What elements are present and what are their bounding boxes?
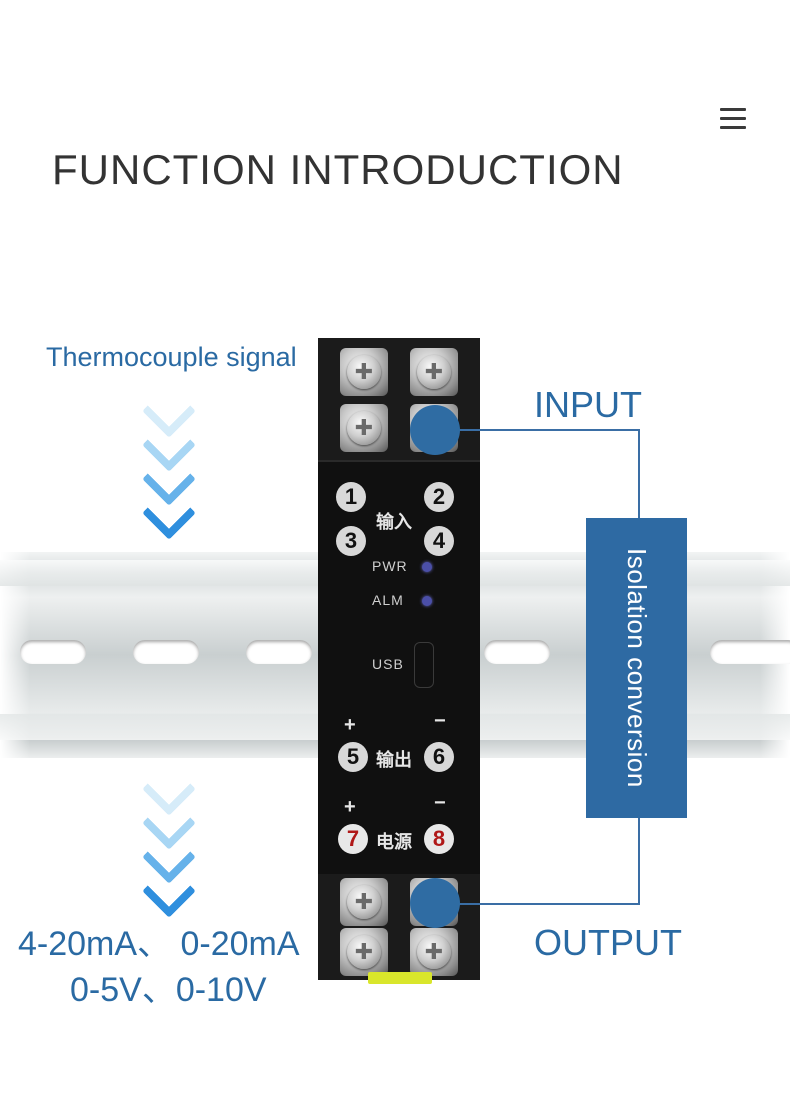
terminal-number-8: 8 [424,824,454,854]
rail-slot [484,640,550,664]
terminal-number-6: 6 [424,742,454,772]
rail-slot [133,640,199,664]
output-range-voltage: 0-5V、0-10V [70,971,267,1009]
screw-icon [410,928,458,976]
device-front-panel: 1 2 输入 3 4 PWR ALM USB + − 5 输出 6 + − 7 … [318,460,480,878]
usb-label: USB [372,656,404,672]
thermocouple-signal-label: Thermocouple signal [46,342,297,372]
power-cn-label: 电源 [376,832,412,852]
terminal-number-5: 5 [338,742,368,772]
input-connector-line [458,429,640,431]
minus-sign: − [434,792,446,814]
output-connector-line [458,903,640,905]
top-terminal-block [318,338,480,460]
output-marker-dot [410,878,460,928]
output-connector-line [638,818,640,904]
input-marker-dot [410,405,460,455]
plus-sign: + [344,796,356,818]
screw-icon [340,928,388,976]
pwr-led-label: PWR [372,558,408,574]
terminal-number-4: 4 [424,526,454,556]
plus-sign: + [344,714,356,736]
terminal-number-3: 3 [336,526,366,556]
usb-port[interactable] [414,642,434,688]
screw-icon [340,348,388,396]
alm-led-label: ALM [372,592,404,608]
rail-slot [20,640,86,664]
screw-icon [340,404,388,452]
chevron-down-icon [142,486,196,540]
rail-slot [710,640,790,664]
screw-icon [410,348,458,396]
output-range-current: 4-20mA、 0-20mA [18,925,300,963]
rail-slot [246,640,312,664]
chevron-down-icon [142,864,196,918]
input-cn-label: 输入 [376,512,412,532]
input-label: INPUT [534,384,642,425]
isolation-conversion-label: Isolation conversion [622,548,652,788]
alm-led-indicator [422,596,432,606]
terminal-number-2: 2 [424,482,454,512]
output-label: OUTPUT [534,922,682,963]
screw-icon [340,878,388,926]
input-connector-line [638,429,640,519]
page-title: FUNCTION INTRODUCTION [52,146,624,193]
terminal-number-1: 1 [336,482,366,512]
output-cn-label: 输出 [376,750,412,770]
isolation-conversion-box: Isolation conversion [586,518,687,818]
terminal-number-7: 7 [338,824,368,854]
pwr-led-indicator [422,562,432,572]
din-clip-tab [368,972,432,984]
minus-sign: − [434,710,446,732]
hamburger-menu-icon[interactable] [720,108,746,130]
